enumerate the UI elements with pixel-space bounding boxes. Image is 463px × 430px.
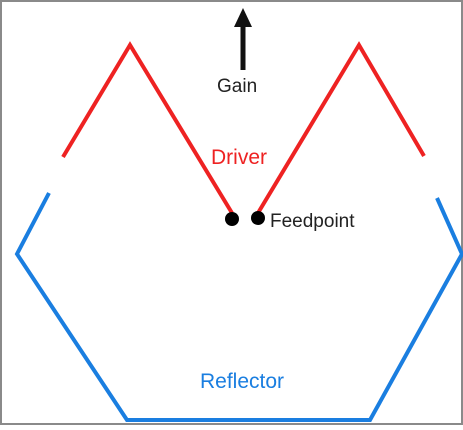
feedpoint-dot-right: [251, 211, 265, 225]
reflector-label: Reflector: [200, 370, 284, 393]
driver-element-right: [256, 41, 426, 215]
up-arrow-icon: [234, 8, 252, 70]
driver-label: Driver: [211, 146, 267, 169]
feedpoint-dot-left: [225, 212, 239, 226]
driver-element: [61, 41, 234, 215]
gain-label: Gain: [217, 76, 257, 97]
reflector-element: [14, 192, 463, 422]
feedpoint-label: Feedpoint: [270, 211, 355, 232]
